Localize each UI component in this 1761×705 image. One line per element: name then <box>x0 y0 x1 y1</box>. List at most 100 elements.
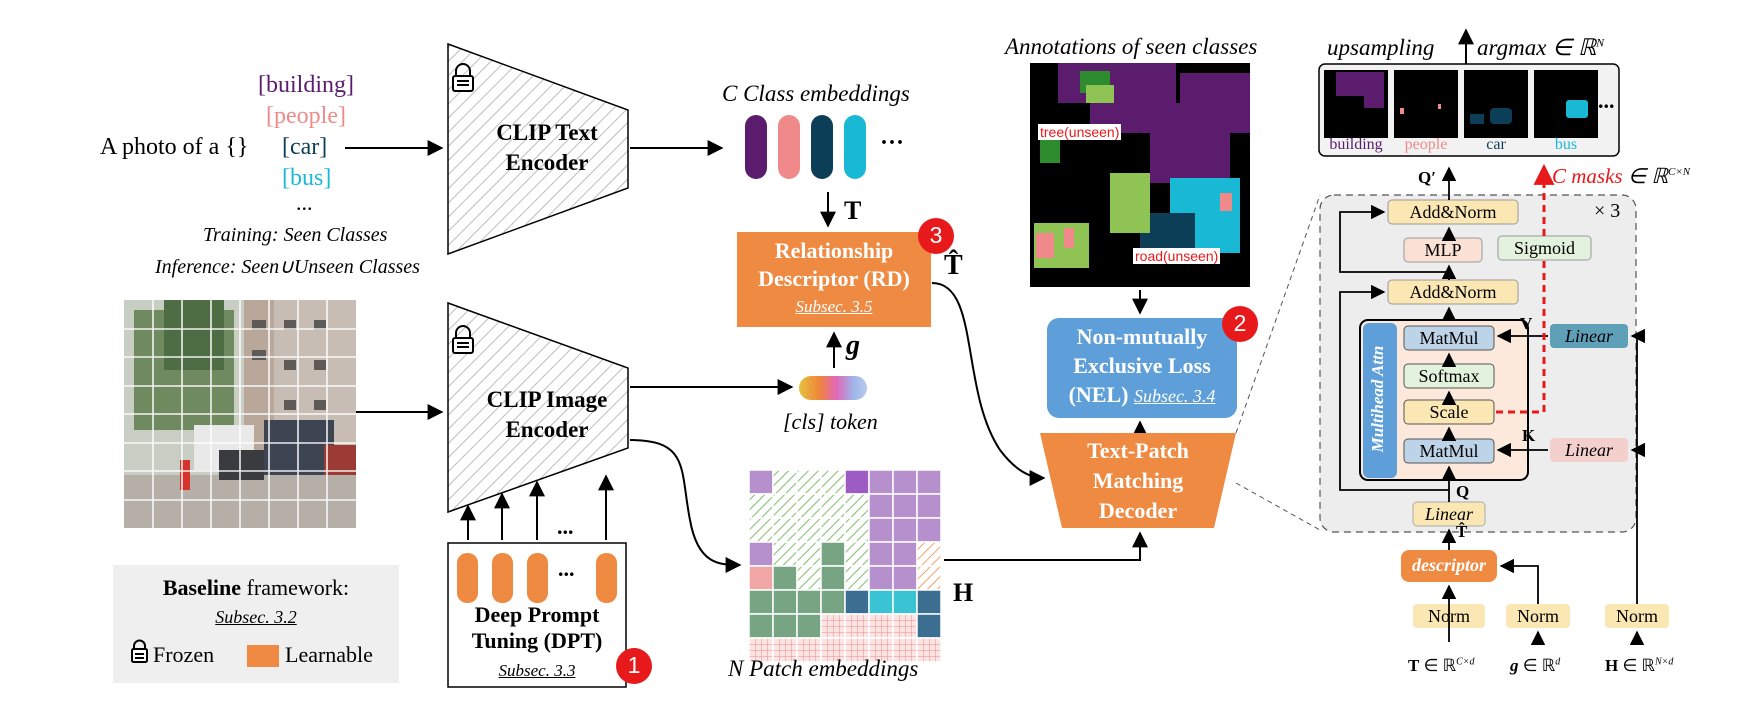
add-norm-top-box <box>1387 199 1519 225</box>
text-encoder-label: CLIP Text Encoder <box>496 120 598 175</box>
linear-q: Linear <box>1424 504 1473 524</box>
prompt-class-building: [building] <box>258 72 354 98</box>
prompt-class-people: [people] <box>266 103 346 129</box>
tpmd-shape <box>1040 433 1236 528</box>
mask-thumb <box>1464 70 1528 138</box>
that-small-label: T̂ <box>1456 522 1468 541</box>
annotations-title: Annotations of seen classes <box>1005 34 1258 59</box>
sigmoid: Sigmoid <box>1513 238 1575 258</box>
learnable-swatch <box>247 645 279 667</box>
repeat-label: × 3 <box>1594 200 1621 222</box>
class-embedding <box>778 115 800 179</box>
prompt-prefix: A photo of a {} <box>100 134 249 160</box>
prompt-ellipsis: ... <box>296 190 313 215</box>
annotation-road-label: road(unseen) <box>1133 248 1221 264</box>
norm-g: Norm <box>1517 606 1559 626</box>
matmul-top-box <box>1403 325 1495 351</box>
annotation-tree-label: tree(unseen) <box>1038 124 1122 140</box>
text-encoder-shape <box>447 42 629 256</box>
prompt-token <box>492 553 513 603</box>
image-encoder-shape <box>447 301 629 514</box>
training-note: Training: Seen Classes <box>203 224 388 246</box>
legend-subsec: Subsec. 3.2 <box>215 607 297 627</box>
legend-frozen: Frozen <box>153 642 215 667</box>
mask-label-car: car <box>1486 136 1506 153</box>
badge-3-label: 3 <box>929 222 943 248</box>
input-t: T ∈ ℝC×d <box>1408 656 1475 675</box>
cls-token-label: [cls] token <box>783 409 878 434</box>
mask-thumb <box>1324 70 1388 138</box>
badge-3 <box>918 218 954 254</box>
add-norm-mid-box <box>1387 279 1519 305</box>
class-embeddings-ellipsis: ··· <box>880 130 905 156</box>
prompt-token <box>527 553 548 603</box>
rd-label: Relationship Descriptor (RD) Subsec. 3.5 <box>758 238 910 316</box>
badge-1-label: 1 <box>627 652 641 678</box>
lock-icon <box>131 639 148 663</box>
mask-thumb <box>1534 70 1598 138</box>
class-embedding <box>745 115 767 179</box>
t-label: T <box>844 196 862 225</box>
image-encoder-label: CLIP Image Encoder <box>486 387 608 442</box>
inference-note: Inference: Seen∪Unseen Classes <box>155 256 420 278</box>
g-label: g <box>846 330 860 361</box>
mha-label-box <box>1363 323 1397 478</box>
descriptor-box <box>1401 550 1497 582</box>
patch-embeddings-title: N Patch embeddings <box>728 656 919 681</box>
class-embedding <box>811 115 833 179</box>
add-norm-top: Add&Norm <box>1409 202 1497 222</box>
legend-learnable: Learnable <box>285 642 373 667</box>
h-label: H <box>953 578 974 607</box>
mask-thumb <box>1394 70 1458 138</box>
dpt-ellipsis: ... <box>558 556 575 581</box>
legend-title: Baseline framework: <box>162 575 350 600</box>
dpt-label: Deep Prompt Tuning (DPT) Subsec. 3.3 <box>471 602 603 680</box>
lock-icon <box>452 325 474 354</box>
norm-t: Norm <box>1428 606 1470 626</box>
prompt-token <box>457 553 478 603</box>
linear-k: Linear <box>1564 440 1613 460</box>
tpmd-label: Text-Patch Matching Decoder <box>1087 438 1189 523</box>
dpt-ellipsis: ... <box>557 514 574 539</box>
badge-2-label: 2 <box>1233 310 1247 336</box>
input-image <box>124 300 356 528</box>
patch-embeddings-grid <box>748 469 942 663</box>
badge-2 <box>1222 306 1258 342</box>
mlp: MLP <box>1424 240 1462 260</box>
rd-box <box>737 232 931 327</box>
norm-box <box>1605 604 1669 628</box>
argmax-label: argmax ∈ ℝN <box>1477 35 1605 60</box>
q-label: Q <box>1456 482 1470 501</box>
norm-box <box>1506 604 1570 628</box>
matmul-top: MatMul <box>1419 328 1479 348</box>
prompt-token <box>596 553 617 603</box>
mha-label: Multihead Attn <box>1368 345 1387 453</box>
v-label: V <box>1520 314 1533 333</box>
mask-ellipsis: ... <box>1598 88 1615 113</box>
add-norm-mid: Add&Norm <box>1409 282 1497 302</box>
q-prime-label: Q′ <box>1418 168 1437 187</box>
k-label: K <box>1522 426 1536 445</box>
scale: Scale <box>1429 402 1469 422</box>
linear-v-box <box>1550 324 1628 348</box>
badge-1 <box>616 648 652 684</box>
lock-icon <box>452 63 474 92</box>
matmul-bot: MatMul <box>1419 441 1479 461</box>
norm-h: Norm <box>1616 606 1658 626</box>
prompt-class-bus: [bus] <box>282 165 332 191</box>
softmax: Softmax <box>1418 366 1480 386</box>
mask-label-people: people <box>1404 136 1448 153</box>
that-label: T̂ <box>944 250 963 281</box>
linear-k-box <box>1550 438 1628 462</box>
descriptor: descriptor <box>1412 555 1486 575</box>
c-masks-label: C masks ∈ ℝC×N <box>1552 164 1691 188</box>
mask-label-building: building <box>1329 136 1383 153</box>
prompt-class-car: [car] <box>282 134 328 160</box>
linear-v: Linear <box>1564 326 1613 346</box>
class-embedding <box>844 115 866 179</box>
nel-label: Non-mutually Exclusive Loss (NEL) Subsec… <box>1068 324 1216 407</box>
cls-token-shape <box>799 376 867 400</box>
nel-box <box>1047 318 1237 418</box>
mask-label-bus: bus <box>1554 136 1578 153</box>
input-h: H ∈ ℝN×d <box>1605 656 1674 675</box>
